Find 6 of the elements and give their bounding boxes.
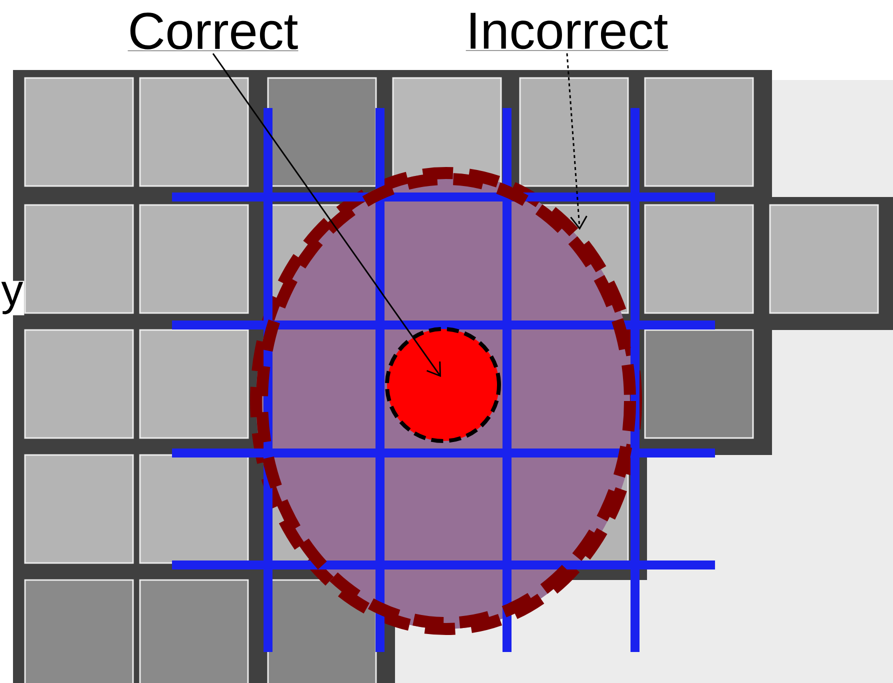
target-circle xyxy=(385,327,501,443)
heading: Incorrect xyxy=(466,12,668,51)
axis-label: y xyxy=(0,280,24,316)
heading: Correct xyxy=(128,12,298,52)
arrow xyxy=(212,53,441,377)
arrow xyxy=(566,53,588,230)
